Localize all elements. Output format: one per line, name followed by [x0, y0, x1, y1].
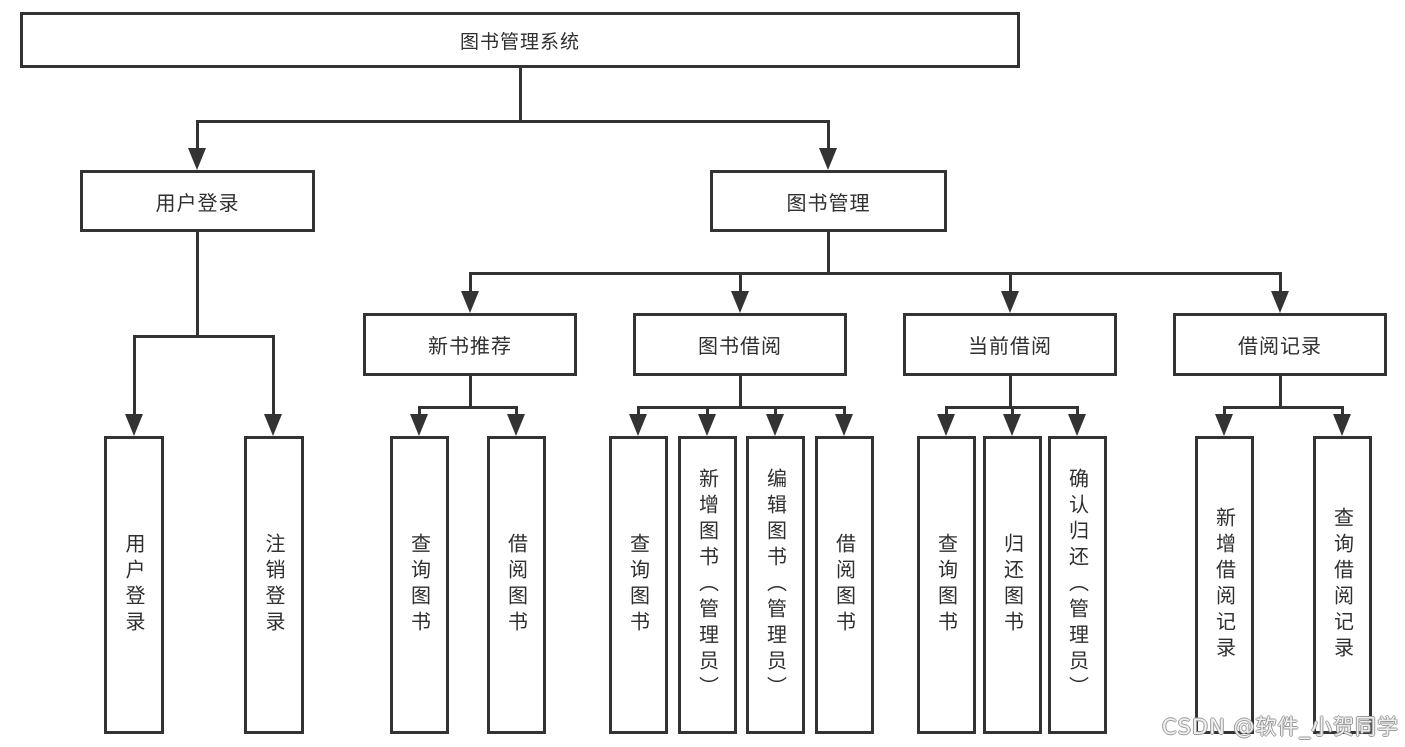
connector-line — [1278, 272, 1282, 293]
connector-line — [705, 406, 709, 418]
arrowhead-down-icon — [698, 414, 716, 436]
node-current-borrowing: 当前借阅 — [903, 313, 1117, 376]
node-current-borrowing-label: 当前借阅 — [968, 334, 1052, 358]
node-book-management: 图书管理 — [710, 170, 947, 232]
connector-line — [944, 406, 1079, 409]
connector-line — [1010, 406, 1014, 418]
arrowhead-down-icon — [937, 414, 955, 436]
connector-line — [738, 376, 742, 409]
connector-line — [1008, 376, 1012, 409]
leaf-query-books-current-label: 查询图书 — [934, 533, 959, 637]
node-new-book-recommend-label: 新书推荐 — [428, 334, 512, 358]
leaf-query-books-borrowing: 查询图书 — [609, 436, 668, 734]
connector-line — [195, 232, 199, 338]
arrowhead-down-icon — [1068, 414, 1086, 436]
connector-line — [1008, 272, 1012, 293]
leaf-query-books-borrowing-label: 查询图书 — [626, 533, 651, 637]
leaf-query-books-recommend: 查询图书 — [390, 436, 449, 734]
csdn-watermark: CSDN @软件_小贺同学 — [1161, 715, 1399, 739]
leaf-add-borrow-record: 新增借阅记录 — [1195, 436, 1254, 734]
node-borrow-records: 借阅记录 — [1173, 313, 1387, 376]
leaf-borrow-books-recommend-label: 借阅图书 — [504, 533, 529, 637]
leaf-logout-label: 注销登录 — [262, 533, 286, 637]
connector-line — [738, 272, 742, 293]
leaf-confirm-return-admin-label: 确认归还（管理员） — [1065, 468, 1090, 702]
leaf-edit-book-admin-label: 编辑图书（管理员） — [763, 468, 788, 702]
leaf-add-book-admin: 新增图书（管理员） — [678, 436, 737, 734]
leaf-query-books-recommend-label: 查询图书 — [407, 533, 432, 637]
connector-line — [636, 406, 640, 418]
connector-line — [468, 272, 1282, 275]
leaf-borrow-books-borrowing-label: 借阅图书 — [832, 533, 857, 637]
connector-line — [1075, 406, 1079, 418]
arrowhead-down-icon — [461, 291, 479, 313]
connector-line — [944, 406, 948, 418]
arrowhead-down-icon — [188, 148, 206, 170]
connector-line — [514, 406, 518, 418]
node-user-login-label: 用户登录 — [155, 190, 240, 215]
leaf-borrow-books-recommend: 借阅图书 — [487, 436, 546, 734]
arrowhead-down-icon — [1003, 414, 1021, 436]
arrowhead-down-icon — [835, 414, 853, 436]
connector-line — [468, 376, 472, 409]
leaf-return-books-label: 归还图书 — [1000, 533, 1025, 637]
leaf-query-borrow-record: 查询借阅记录 — [1313, 436, 1372, 734]
node-borrow-records-label: 借阅记录 — [1238, 334, 1322, 358]
leaf-add-borrow-record-label: 新增借阅记录 — [1212, 507, 1237, 663]
node-book-management-label: 图书管理 — [786, 190, 871, 215]
arrowhead-down-icon — [410, 414, 428, 436]
connector-line — [132, 335, 275, 338]
arrowhead-down-icon — [629, 414, 647, 436]
connector-line — [842, 406, 846, 418]
node-book-borrowing: 图书借阅 — [633, 313, 847, 376]
leaf-query-books-current: 查询图书 — [917, 436, 976, 734]
leaf-return-books: 归还图书 — [983, 436, 1042, 734]
arrowhead-down-icon — [1271, 291, 1289, 313]
leaf-user-login-label: 用户登录 — [122, 533, 146, 637]
leaf-add-book-admin-label: 新增图书（管理员） — [695, 468, 720, 702]
arrowhead-down-icon — [731, 291, 749, 313]
connector-line — [132, 335, 136, 418]
connector-line — [417, 406, 421, 418]
node-book-borrowing-label: 图书借阅 — [698, 334, 782, 358]
leaf-logout: 注销登录 — [244, 436, 304, 734]
arrowhead-down-icon — [1001, 291, 1019, 313]
connector-line — [195, 120, 830, 123]
leaf-borrow-books-borrowing: 借阅图书 — [815, 436, 874, 734]
node-library-system-label: 图书管理系统 — [459, 30, 580, 53]
node-user-login: 用户登录 — [80, 170, 315, 232]
leaf-user-login: 用户登录 — [104, 436, 164, 734]
connector-line — [195, 120, 199, 150]
arrowhead-down-icon — [1333, 414, 1351, 436]
connector-line — [271, 335, 275, 418]
connector-line — [417, 406, 518, 409]
connector-line — [773, 406, 777, 418]
arrowhead-down-icon — [766, 414, 784, 436]
arrowhead-down-icon — [507, 414, 525, 436]
connector-line — [826, 120, 830, 150]
node-library-system: 图书管理系统 — [20, 12, 1020, 68]
arrowhead-down-icon — [264, 414, 282, 436]
arrowhead-down-icon — [819, 148, 837, 170]
node-new-book-recommend: 新书推荐 — [363, 313, 577, 376]
connector-line — [1340, 406, 1344, 418]
leaf-edit-book-admin: 编辑图书（管理员） — [746, 436, 805, 734]
connector-line — [1278, 376, 1282, 409]
connector-line — [468, 272, 472, 293]
connector-line — [1222, 406, 1226, 418]
leaf-query-borrow-record-label: 查询借阅记录 — [1330, 507, 1355, 663]
leaf-confirm-return-admin: 确认归还（管理员） — [1048, 436, 1107, 734]
arrowhead-down-icon — [125, 414, 143, 436]
connector-line — [826, 232, 830, 275]
connector-line — [518, 68, 522, 123]
connector-line — [636, 406, 846, 409]
connector-line — [1222, 406, 1344, 409]
arrowhead-down-icon — [1215, 414, 1233, 436]
